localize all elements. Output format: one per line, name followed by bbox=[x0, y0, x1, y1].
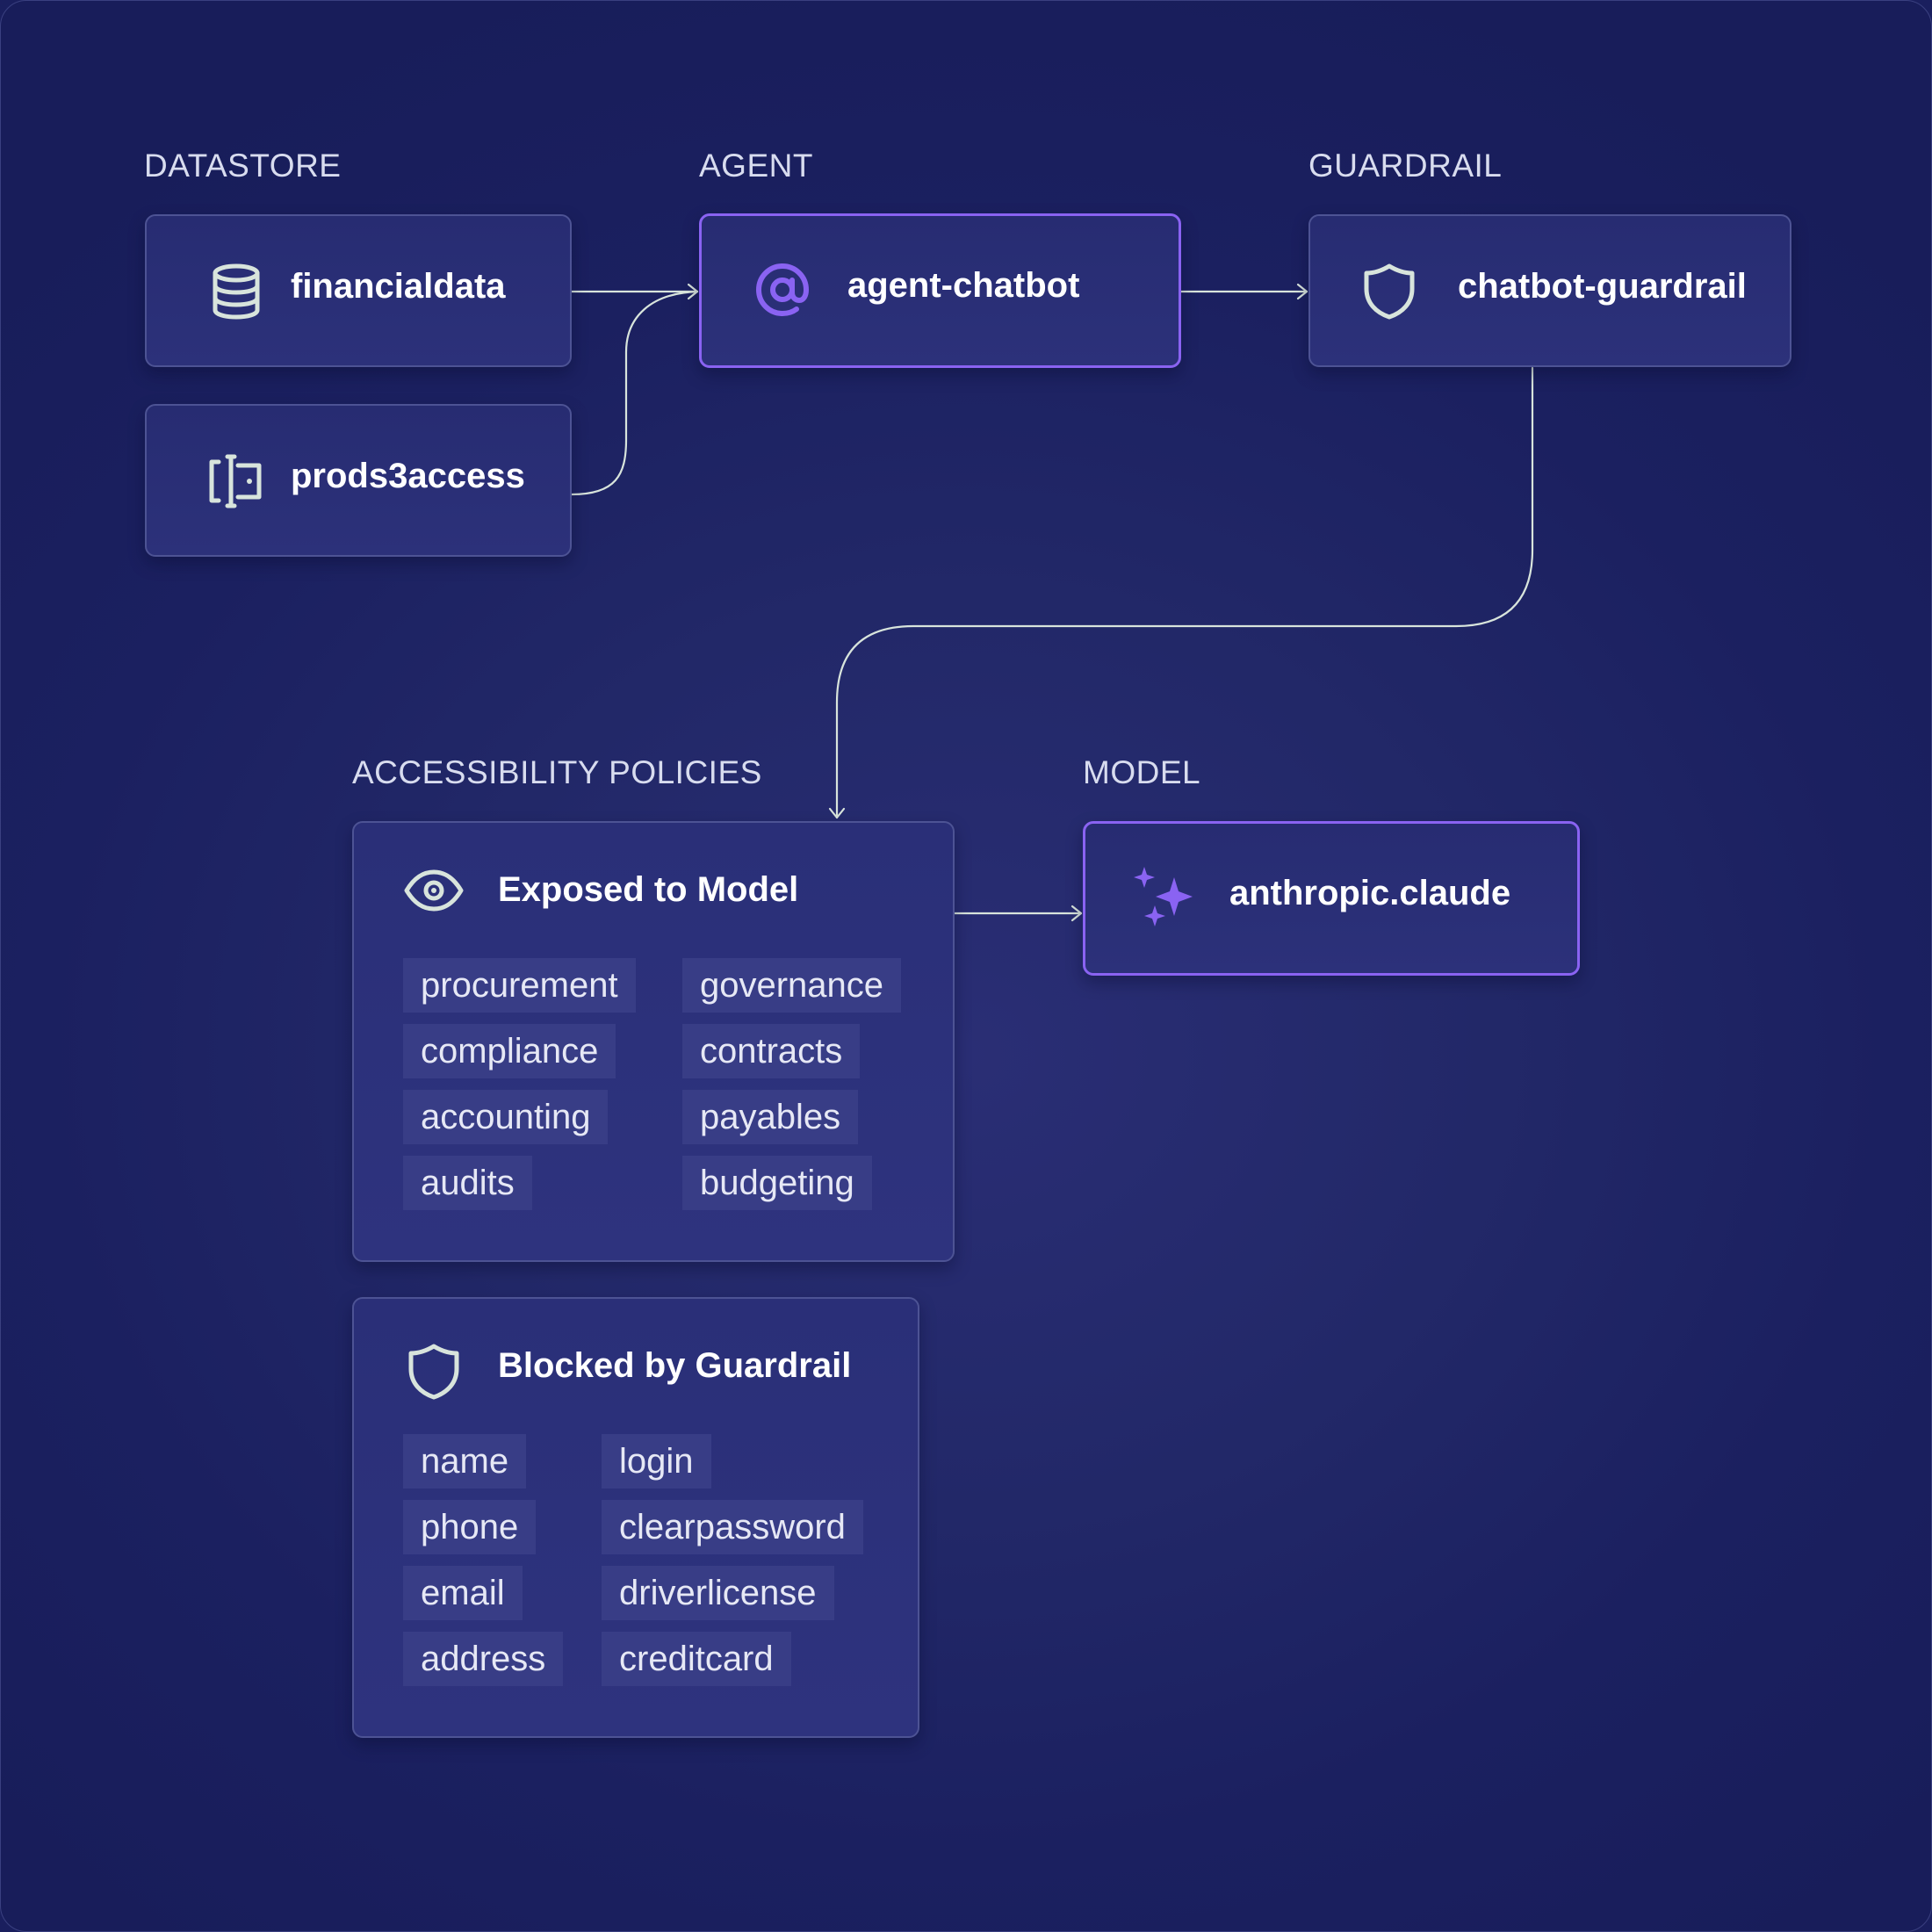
chip-blocked-creditcard: creditcard bbox=[602, 1632, 791, 1686]
edge-prods3access-agent bbox=[570, 290, 699, 496]
database-icon bbox=[201, 256, 271, 327]
node-label-guardrail: chatbot-guardrail bbox=[1458, 267, 1747, 306]
shield-icon bbox=[403, 1341, 465, 1402]
chip-exposed-accounting: accounting bbox=[403, 1090, 609, 1144]
node-anthropic-claude[interactable]: anthropic.claude bbox=[1083, 821, 1580, 976]
section-label-datastore: DATASTORE bbox=[144, 148, 342, 184]
at-sign-icon bbox=[747, 255, 818, 325]
edge-guardrail-policies bbox=[835, 366, 1534, 819]
chip-exposed-contracts: contracts bbox=[682, 1024, 861, 1078]
chip-exposed-compliance: compliance bbox=[403, 1024, 616, 1078]
chip-exposed-budgeting: budgeting bbox=[682, 1156, 872, 1210]
chip-exposed-audits: audits bbox=[403, 1156, 532, 1210]
node-label-agent: agent-chatbot bbox=[847, 266, 1080, 305]
node-chatbot-guardrail[interactable]: chatbot-guardrail bbox=[1308, 214, 1791, 367]
chip-blocked-address: address bbox=[403, 1632, 564, 1686]
chip-exposed-payables: payables bbox=[682, 1090, 859, 1144]
panel-title-exposed: Exposed to Model bbox=[498, 870, 799, 909]
node-label-prods3access: prods3access bbox=[291, 457, 525, 495]
section-label-guardrail: GUARDRAIL bbox=[1308, 148, 1503, 184]
chip-exposed-procurement: procurement bbox=[403, 958, 636, 1013]
sparkles-icon bbox=[1129, 862, 1200, 933]
chip-blocked-phone: phone bbox=[403, 1500, 537, 1554]
section-label-policies: ACCESSIBILITY POLICIES bbox=[352, 754, 762, 790]
node-agent-chatbot[interactable]: agent-chatbot bbox=[699, 213, 1181, 368]
panel-blocked-by-guardrail: Blocked by Guardrail name phone email ad… bbox=[352, 1297, 919, 1738]
chip-blocked-name: name bbox=[403, 1434, 527, 1489]
chip-blocked-email: email bbox=[403, 1566, 523, 1620]
eye-icon bbox=[403, 860, 465, 921]
node-financialdata[interactable]: financialdata bbox=[145, 214, 572, 367]
chip-blocked-driverlicense: driverlicense bbox=[602, 1566, 834, 1620]
panel-exposed-to-model: Exposed to Model procurement compliance … bbox=[352, 821, 955, 1262]
node-label-model: anthropic.claude bbox=[1229, 874, 1511, 912]
node-label-financialdata: financialdata bbox=[291, 267, 506, 306]
chip-blocked-login: login bbox=[602, 1434, 711, 1489]
section-label-model: MODEL bbox=[1083, 754, 1201, 790]
shield-icon bbox=[1354, 256, 1424, 327]
panel-title-blocked: Blocked by Guardrail bbox=[498, 1346, 852, 1385]
chip-blocked-clearpassword: clearpassword bbox=[602, 1500, 863, 1554]
node-prods3access[interactable]: prods3access bbox=[145, 404, 572, 557]
chip-exposed-governance: governance bbox=[682, 958, 902, 1013]
section-label-agent: AGENT bbox=[699, 148, 813, 184]
bucket-access-icon bbox=[201, 446, 271, 516]
